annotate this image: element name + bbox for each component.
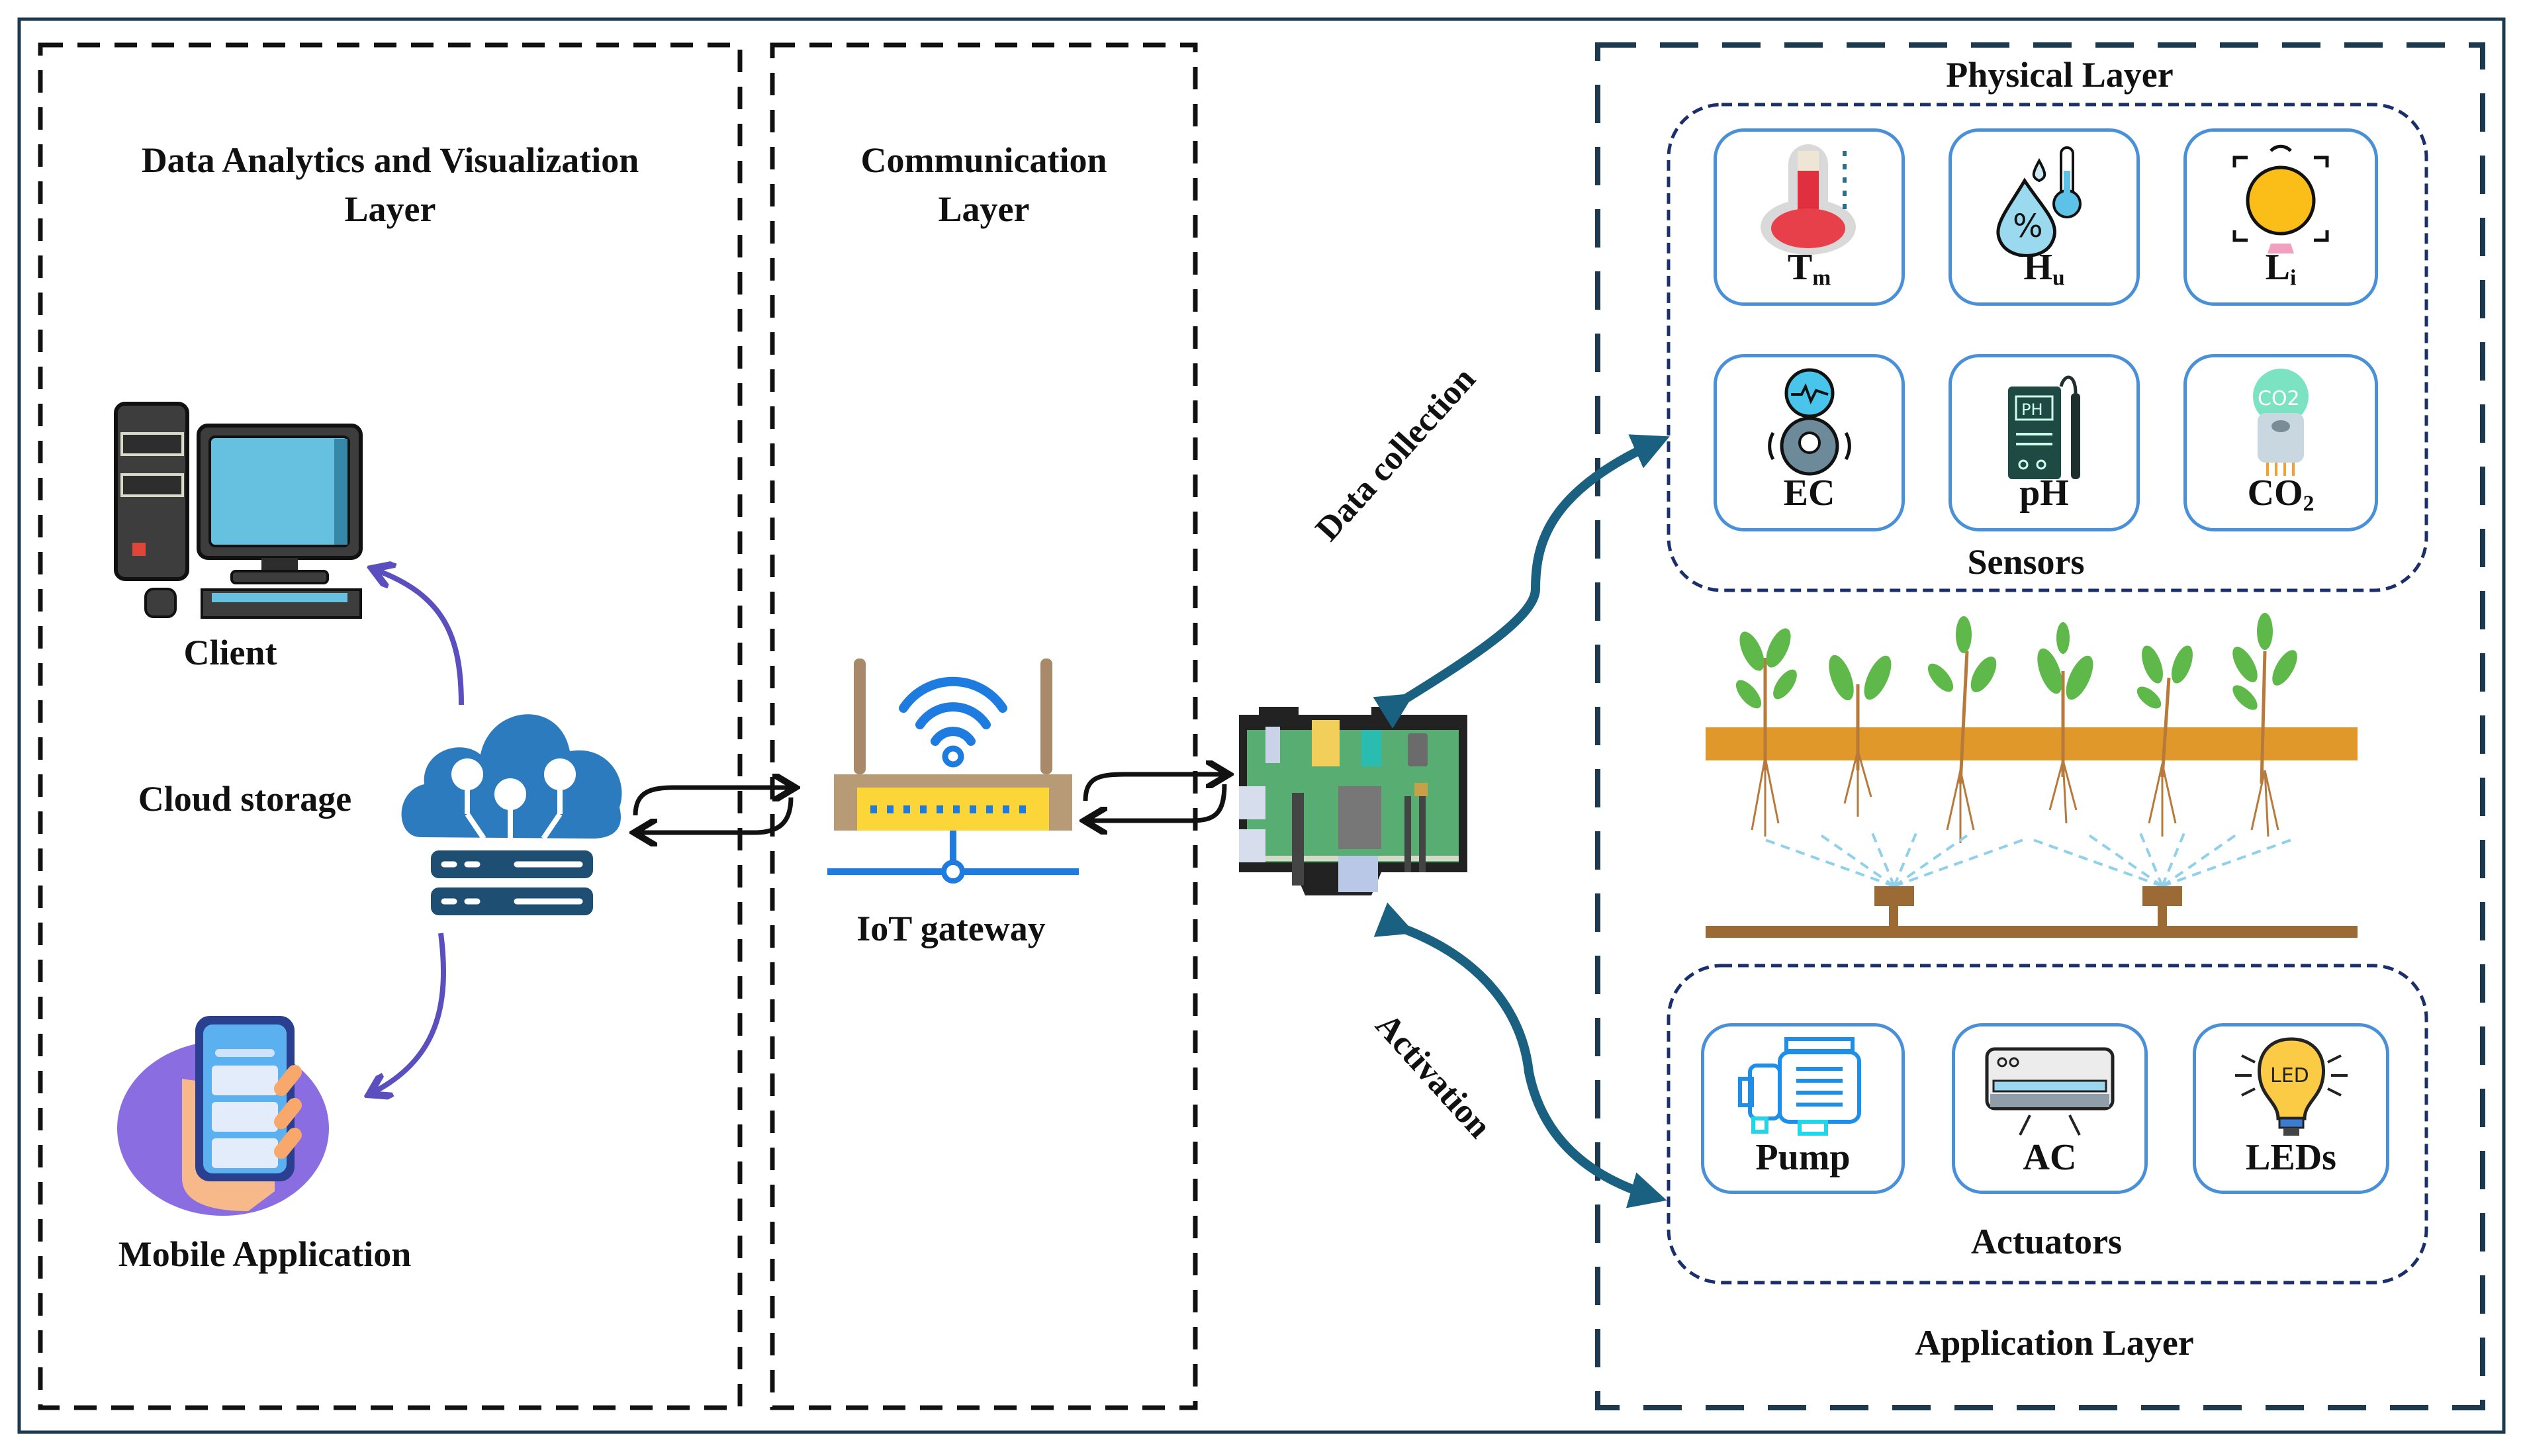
application-layer-title: Application Layer — [1915, 1323, 2194, 1363]
light-sensor-icon — [2232, 144, 2329, 253]
communication-title-line1: Communication — [860, 140, 1107, 180]
ec-sensor-icon — [1767, 368, 1851, 476]
sensor-label-ec: EC — [1783, 472, 1835, 514]
sensor-label-ph: pH — [2019, 472, 2069, 514]
actuator-tile-pump[interactable]: Pump — [1701, 1023, 1905, 1194]
humidity-icon: % — [1996, 146, 2082, 257]
sensor-tile-temperature[interactable]: Tm — [1714, 128, 1905, 306]
actuator-label-leds: LEDs — [2246, 1137, 2336, 1178]
sensor-tile-ec[interactable]: EC — [1714, 354, 1905, 531]
sensors-group-box — [1667, 103, 2428, 592]
mobile-application-label: Mobile Application — [118, 1234, 412, 1274]
iot-gateway-label: IoT gateway — [856, 909, 1046, 948]
sensor-label-humidity: Hu — [2023, 246, 2065, 290]
analytics-layer-box — [38, 42, 743, 1410]
cloud-storage-label: Cloud storage — [138, 779, 352, 819]
svg-text:%: % — [2013, 208, 2043, 245]
sensor-tile-humidity[interactable]: % Hu — [1949, 128, 2140, 306]
co2-sensor-icon: CO2 — [2253, 369, 2309, 476]
actuator-tile-ac[interactable]: AC — [1952, 1023, 2148, 1194]
actuator-label-pump: Pump — [1755, 1137, 1851, 1178]
analytics-title-line2: Layer — [344, 189, 436, 229]
microcontroller-board-icon[interactable] — [1239, 707, 1467, 919]
sensor-label-co2: CO2 — [2247, 472, 2315, 516]
physical-layer-title: Physical Layer — [1946, 55, 2174, 95]
ph-meter-icon: PH — [2007, 375, 2080, 479]
client-computer-icon[interactable] — [113, 400, 364, 622]
communication-title-line2: Layer — [938, 189, 1030, 229]
water-spray — [1765, 829, 2292, 887]
sensor-tile-light[interactable]: Li — [2183, 128, 2378, 306]
sensor-label-temperature: Tm — [1787, 246, 1831, 290]
plants-irrigation-illustration — [1706, 613, 2358, 938]
mobile-application-icon[interactable] — [116, 1013, 334, 1218]
sensor-tile-co2[interactable]: CO2 CO2 — [2183, 354, 2378, 531]
pump-icon — [1738, 1037, 1861, 1136]
air-conditioner-icon — [1985, 1047, 2115, 1136]
actuators-group-label: Actuators — [1971, 1222, 2122, 1261]
led-bulb-text: LED — [2270, 1064, 2309, 1087]
sensor-tile-ph[interactable]: PH pH — [1949, 354, 2140, 531]
thermometer-icon — [1760, 144, 1856, 255]
outer-frame — [17, 17, 2506, 1434]
cloud-storage-icon[interactable] — [394, 692, 633, 923]
soil-bed — [1706, 727, 2358, 760]
ph-display-text: PH — [2021, 400, 2043, 419]
analytics-layer-title: Data Analytics and Visualization Layer — [40, 136, 740, 234]
actuator-label-ac: AC — [2023, 1137, 2077, 1178]
plants — [1735, 613, 2297, 843]
irrigation-pipe — [1706, 886, 2358, 938]
analytics-title-line1: Data Analytics and Visualization — [141, 140, 639, 180]
led-bulb-icon: LED — [2234, 1037, 2348, 1136]
client-label: Client — [183, 633, 277, 672]
iot-gateway-icon[interactable] — [827, 659, 1079, 890]
sensors-group-label: Sensors — [1967, 542, 2085, 582]
actuator-tile-leds[interactable]: LED LEDs — [2193, 1023, 2389, 1194]
co2-badge-text: CO2 — [2258, 387, 2300, 410]
communication-layer-title: Communication Layer — [772, 136, 1195, 234]
sensor-label-light: Li — [2265, 246, 2297, 290]
